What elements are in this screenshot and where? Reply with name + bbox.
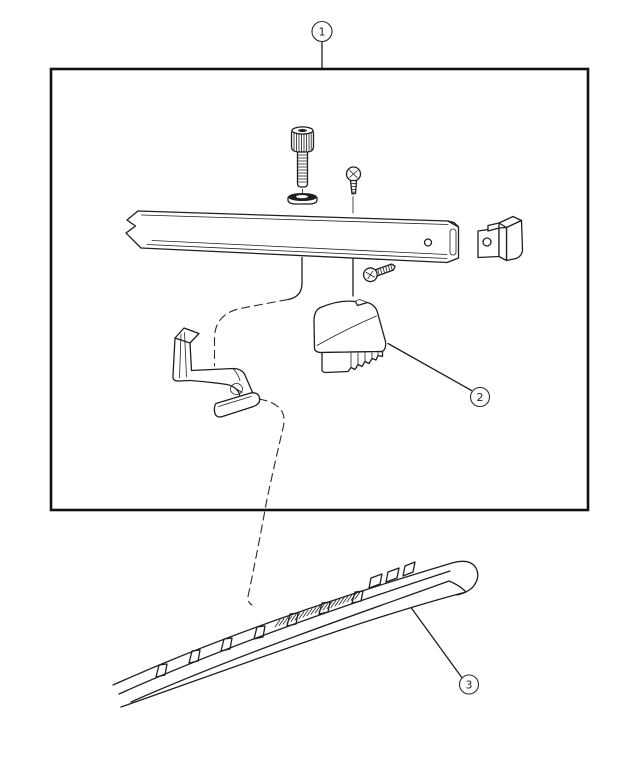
clip-body [313,300,387,354]
molding-third-edge [130,580,466,703]
molding-strip [112,560,479,708]
end-cap-flange [477,227,500,259]
callout-3-leader-line [410,606,464,680]
bracket-post-right-edge [189,342,193,372]
bracket-boss [230,383,243,395]
molding-bottom-sweep [120,591,467,708]
callout-2-circle[interactable] [469,386,491,408]
bracket-post-left-edge [172,337,191,382]
clip-retainer [313,299,387,374]
clip-rib-lines [350,352,379,368]
molding-serration-texture [274,591,361,628]
molding-end-cap [451,560,479,596]
rail-to-bracket-leader [213,256,303,367]
rail-mounting-hole [423,238,433,247]
thumbscrew-slot [298,129,307,132]
retainer-screw-slot [365,270,376,280]
rail-top-inner-line [141,214,449,225]
callout-2-number: 2 [477,391,484,404]
rail-bottom-edge [140,247,448,264]
thumbscrew [290,126,315,194]
rail-bottom-inner-line [146,244,448,259]
bracket-arm-bottom-edge [189,379,243,404]
callout-2-leader-line [387,342,473,392]
callout-3-number: 3 [466,679,473,692]
molding-second-edge [118,570,451,695]
callout-3-marker[interactable]: 3 [410,606,480,695]
rail-left-tip [125,210,142,249]
leader-a-dashed [213,298,289,367]
bracket-foot-pad [213,392,261,418]
end-cap-hole [482,237,492,247]
callout-3-circle[interactable] [458,674,480,695]
washer-rim [287,196,318,205]
thumbscrew-knurl-lines [293,130,312,152]
molding-end-tabs [368,561,416,589]
molding-clip-tabs [155,590,364,678]
bracket-to-molding-leader [247,398,285,606]
rail-top-edge [137,210,449,222]
clip-top-notch [355,299,368,303]
bracket-post-inner-lines [179,332,187,379]
mounting-screw-cross-slot [349,169,358,179]
callout-1-marker[interactable]: 1 [311,20,333,70]
mounting-screw [345,166,362,214]
washer [287,193,318,205]
kit-boundary-box [49,67,590,512]
clip-face-divider [316,315,377,346]
rack-rail [125,210,460,264]
callout-2-marker[interactable]: 2 [387,342,491,408]
end-cap-front-face [498,226,508,262]
thumbscrew-threads [297,154,308,183]
bracket-bend-line [232,368,241,381]
callout-1-number: 1 [319,26,326,39]
bracket-foot-inner-line [218,396,252,407]
retainer-screw-threads [377,264,393,276]
rail-end-slot [449,228,457,256]
rail-end-face [446,220,460,264]
rail-end-cap [477,215,524,262]
bracket-post-top-face [174,327,200,344]
bracket-boss-line [230,385,243,393]
callout-1-circle[interactable] [311,20,333,43]
support-bracket [172,327,261,418]
molding-top-edge [112,562,453,686]
leader-a-solid [287,256,303,301]
rail-groove-line [151,240,448,255]
mounting-screw-threads [350,183,357,193]
end-cap-body [505,219,524,262]
retainer-screw [362,263,396,283]
washer-slot-highlight [296,195,308,199]
clip-base-ribs [321,350,384,374]
